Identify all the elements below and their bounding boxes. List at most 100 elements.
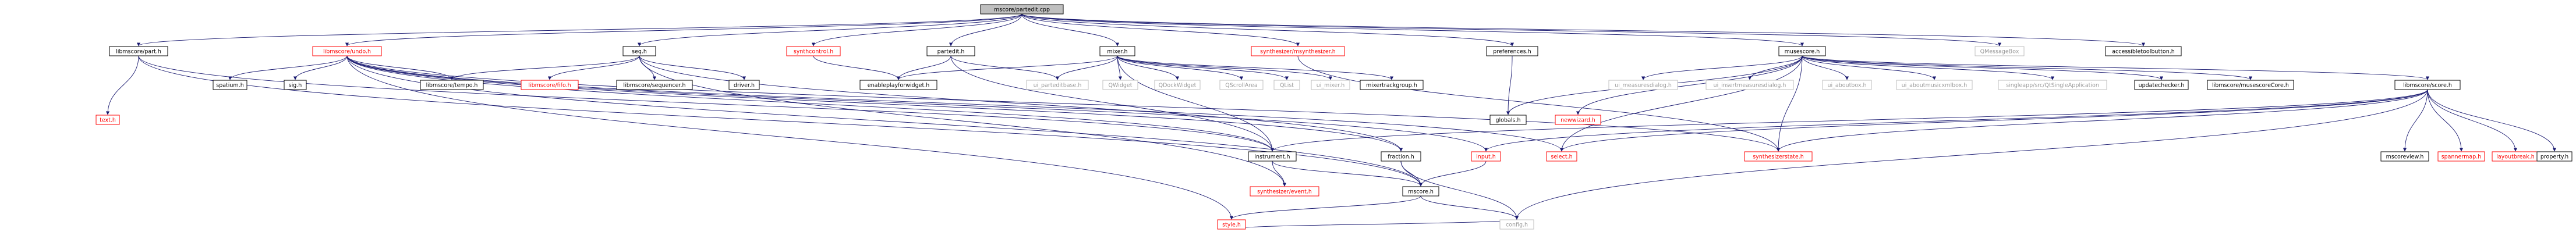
node-box-instrument: [1248, 151, 1297, 162]
node-spannermap[interactable]: spannermap.h: [2437, 151, 2485, 162]
node-label-synthesizerstate: synthesizerstate.h: [1753, 154, 1804, 160]
edge-seq-to-fraction: [639, 55, 1403, 152]
node-label-qscrollarea: QScrollArea: [1225, 83, 1257, 89]
node-box-newwizard: [1555, 115, 1601, 125]
edge-fraction-to-config: [1400, 160, 1519, 220]
node-label-property: property.h: [2540, 154, 2568, 160]
node-synthcontrol[interactable]: synthcontrol.h: [786, 46, 841, 56]
node-libmscore_score[interactable]: libmscore/score.h: [2394, 80, 2461, 90]
node-ui_aboutbox: ui_aboutbox.h: [1822, 80, 1872, 90]
edge-mixer-to-mixertrackgroup: [1117, 55, 1394, 80]
edge-root-to-synth_msynth: [1021, 13, 1300, 47]
node-libmscore_tempo[interactable]: libmscore/tempo.h: [420, 80, 484, 90]
node-seq[interactable]: seq.h: [622, 46, 656, 56]
node-synth_msynth[interactable]: synthesizer/msynthesizer.h: [1251, 46, 1345, 56]
node-text[interactable]: text.h: [95, 115, 120, 125]
edge-mixer-to-qdockwidget: [1117, 55, 1180, 80]
node-box-ui_insertmeasuresdialog: [1705, 80, 1794, 90]
node-musescorecore[interactable]: libmscore/musescoreCore.h: [2207, 80, 2294, 90]
node-driver[interactable]: driver.h: [728, 80, 760, 90]
edge-root-to-accessibletoolbutton: [1021, 13, 2145, 47]
node-newwizard[interactable]: newwizard.h: [1555, 115, 1601, 125]
node-musescore[interactable]: musescore.h: [1778, 46, 1826, 56]
node-enableplayforwidget[interactable]: enableplayforwidget.h: [859, 80, 937, 90]
node-box-libmscore_tempo: [420, 80, 484, 90]
edge-mixer-to-ui_partedit: [1055, 55, 1118, 80]
node-sig[interactable]: sig.h: [284, 80, 307, 90]
edge-musescore-to-ui_aboutbox: [1802, 55, 1849, 80]
node-root[interactable]: mscore/partedit.cpp: [980, 4, 1064, 15]
edge-libmscore_score-to-config: [1515, 89, 2428, 220]
node-box-synth_msynth: [1251, 46, 1345, 56]
node-label-input: input.h: [1476, 154, 1495, 160]
node-synthesizerevent[interactable]: synthesizer/event.h: [1250, 186, 1319, 197]
edge-libmscore_score-to-layoutbreak: [2427, 89, 2518, 152]
node-partedit[interactable]: partedit.h: [926, 46, 975, 56]
node-updatechecker[interactable]: updatechecker.h: [2134, 80, 2189, 90]
node-property[interactable]: property.h: [2536, 151, 2573, 162]
node-label-synthesizerevent: synthesizer/event.h: [1257, 189, 1312, 195]
node-label-fraction: fraction.h: [1388, 154, 1414, 160]
node-label-layoutbreak: layoutbreak.h: [2496, 154, 2535, 160]
node-input[interactable]: input.h: [1471, 151, 1501, 162]
node-label-ui_partedit: ui_parteditbase.h: [1034, 83, 1082, 89]
edge-musescore-to-select: [1559, 55, 1803, 152]
node-box-libmscore_fifo: [521, 80, 579, 90]
node-libmscore_fifo[interactable]: libmscore/fifo.h: [521, 80, 579, 90]
node-preferences[interactable]: preferences.h: [1486, 46, 1538, 56]
edge-musescore-to-ui_measuresdialog: [1641, 55, 1803, 80]
node-box-accessibletoolbutton: [2105, 46, 2182, 56]
node-spatium[interactable]: spatium.h: [213, 80, 247, 90]
node-select[interactable]: select.h: [1546, 151, 1577, 162]
node-box-libmscore_score: [2394, 80, 2461, 90]
edge-libmscore_score-to-spannermap: [2427, 89, 2464, 152]
edge-seq-to-libmscore_fifo: [547, 55, 640, 80]
node-layoutbreak[interactable]: layoutbreak.h: [2492, 151, 2539, 162]
edge-partedit-to-instrument: [950, 55, 1275, 152]
node-box-qmessagebox: [1975, 46, 2025, 56]
node-label-driver: driver.h: [734, 83, 755, 89]
node-box-libmscore_part: [109, 46, 168, 56]
node-label-style: style.h: [1222, 222, 1241, 229]
node-label-libmscore_fifo: libmscore/fifo.h: [528, 83, 571, 89]
node-accessibletoolbutton[interactable]: accessibletoolbutton.h: [2105, 46, 2182, 56]
edge-libmscore_score-to-select: [1560, 89, 2428, 152]
node-libmscore_sequencer[interactable]: libmscore/sequencer.h: [616, 80, 693, 90]
node-style[interactable]: style.h: [1217, 219, 1246, 230]
node-globals[interactable]: globals.h: [1489, 115, 1527, 125]
node-label-ui_aboutbox: ui_aboutbox.h: [1827, 83, 1866, 89]
node-label-mixer: mixer.h: [1107, 49, 1127, 55]
node-box-enableplayforwidget: [859, 80, 937, 90]
node-instrument[interactable]: instrument.h: [1248, 151, 1297, 162]
node-label-accessibletoolbutton: accessibletoolbutton.h: [2112, 49, 2175, 55]
node-mscore[interactable]: mscore.h: [1402, 186, 1439, 197]
node-label-qwidget: QWidget: [1109, 83, 1133, 89]
node-label-synthcontrol: synthcontrol.h: [794, 49, 833, 55]
node-libmscore_part[interactable]: libmscore/part.h: [109, 46, 168, 56]
edge-mscore-to-config: [1420, 195, 1519, 220]
node-fraction[interactable]: fraction.h: [1381, 151, 1421, 162]
edge-musescore-to-libmscore_score: [1802, 55, 2429, 80]
node-label-root: mscore/partedit.cpp: [994, 7, 1050, 13]
node-mscoreview[interactable]: mscoreview.h: [2380, 151, 2429, 162]
node-box-musescore: [1778, 46, 1826, 56]
node-mixertrackgroup[interactable]: mixertrackgroup.h: [1360, 80, 1424, 90]
node-synthesizerstate[interactable]: synthesizerstate.h: [1744, 151, 1813, 162]
node-label-text: text.h: [100, 117, 116, 124]
node-box-partedit: [926, 46, 975, 56]
node-box-qdockwidget: [1154, 80, 1201, 90]
node-box-synthcontrol: [786, 46, 841, 56]
edge-libmscore_undo-to-style: [346, 55, 1234, 220]
node-label-musescore: musescore.h: [1785, 49, 1820, 55]
edge-mixer-to-enableplayforwidget: [896, 55, 1118, 80]
edge-partedit-to-enableplayforwidget: [896, 55, 951, 80]
edge-root-to-synthcontrol: [811, 13, 1022, 47]
edge-musescore-to-ui_aboutmusicxmlbox: [1802, 55, 1937, 80]
node-libmscore_undo[interactable]: libmscore/undo.h: [312, 46, 382, 56]
node-label-libmscore_sequencer: libmscore/sequencer.h: [623, 83, 685, 89]
node-ui_aboutmusicxmlbox: ui_aboutmusicxmlbox.h: [1896, 80, 1973, 90]
node-label-ui_mixer: ui_mixer.h: [1317, 83, 1345, 89]
node-mixer[interactable]: mixer.h: [1099, 46, 1135, 56]
node-qmessagebox: QMessageBox: [1975, 46, 2025, 56]
node-label-qmessagebox: QMessageBox: [1980, 49, 2019, 55]
